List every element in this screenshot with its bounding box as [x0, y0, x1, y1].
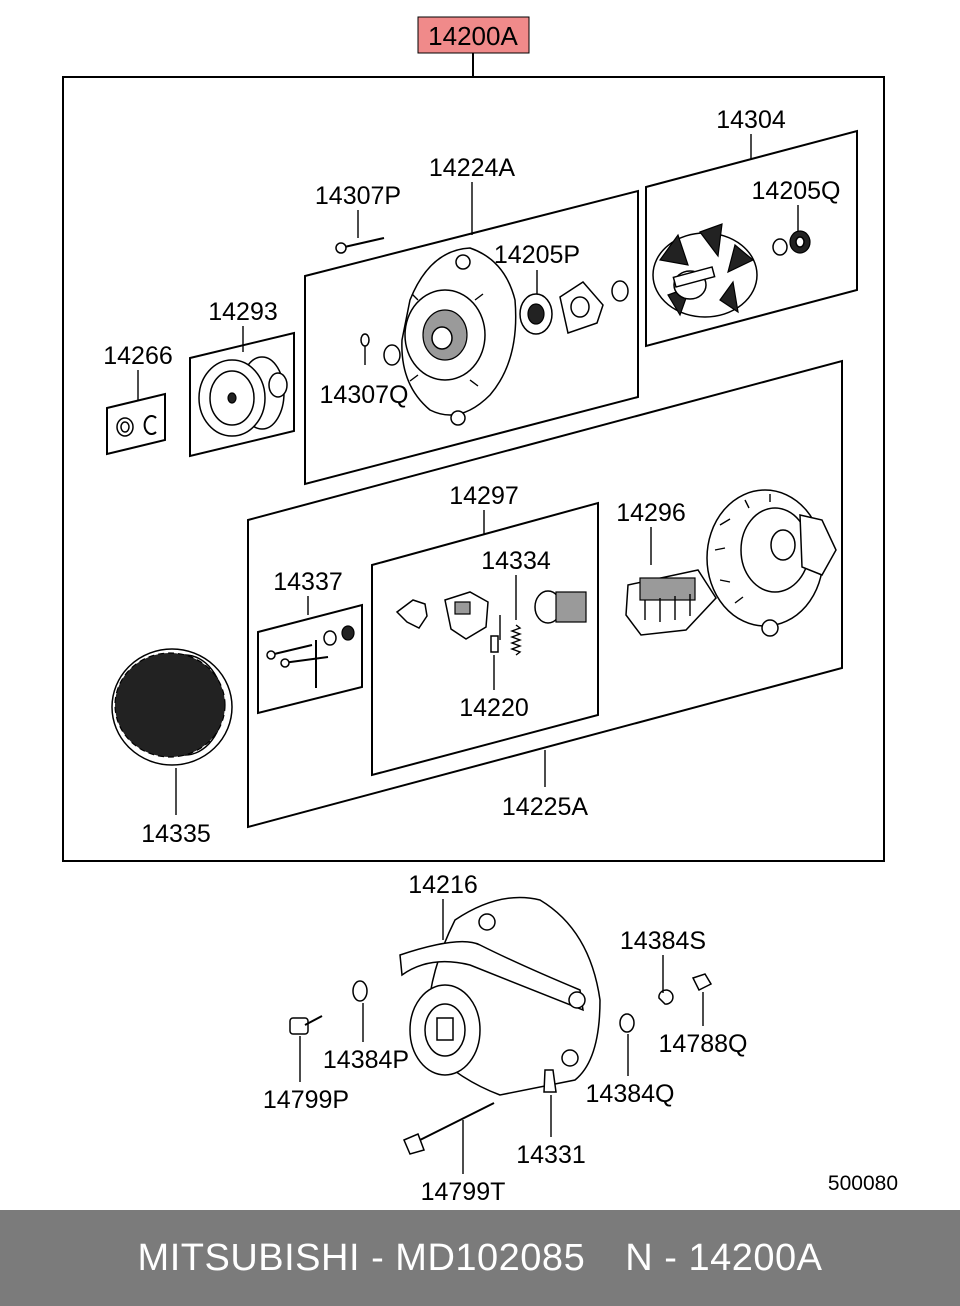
- label-14220[interactable]: 14220: [459, 694, 529, 722]
- label-14266[interactable]: 14266: [103, 342, 173, 370]
- group-box-14266: [106, 392, 166, 456]
- label-14225A[interactable]: 14225A: [502, 793, 589, 821]
- label-14799P[interactable]: 14799P: [263, 1086, 349, 1114]
- label-14799T[interactable]: 14799T: [421, 1178, 506, 1206]
- label-14205P[interactable]: 14205P: [494, 241, 580, 269]
- brush-holder-part: [395, 590, 587, 656]
- group-box-14297: [371, 501, 599, 777]
- label-14216[interactable]: 14216: [408, 871, 478, 899]
- rectifier-part: [625, 569, 717, 636]
- parts-diagram: 14200A 14304 14205Q 14224A 14307P 14205P: [62, 16, 898, 1206]
- pulley-part: [198, 356, 288, 437]
- label-14307Q[interactable]: 14307Q: [320, 381, 409, 409]
- assembly-frame: [62, 76, 885, 862]
- drawing-number: 500080: [828, 1172, 898, 1195]
- label-14307P[interactable]: 14307P: [315, 182, 401, 210]
- label-14293[interactable]: 14293: [208, 298, 278, 326]
- label-14224A[interactable]: 14224A: [429, 154, 516, 182]
- rear-housing-part: [706, 489, 837, 637]
- label-14337[interactable]: 14337: [273, 568, 343, 596]
- label-14304[interactable]: 14304: [716, 106, 786, 134]
- label-14331[interactable]: 14331: [516, 1141, 586, 1169]
- alternator-mounted-part: [289, 896, 713, 1155]
- label-14788Q[interactable]: 14788Q: [659, 1030, 748, 1058]
- part-number: MD102085: [395, 1236, 586, 1279]
- label-14384P[interactable]: 14384P: [323, 1046, 409, 1074]
- reference-code: 14200A: [688, 1236, 823, 1279]
- assembly-label[interactable]: 14200A: [428, 21, 518, 51]
- label-14384S[interactable]: 14384S: [620, 927, 706, 955]
- assembly-label-highlight: [417, 16, 530, 54]
- separator-dash: -: [371, 1236, 385, 1279]
- front-housing-part: [360, 247, 629, 426]
- label-14384Q[interactable]: 14384Q: [586, 1080, 675, 1108]
- label-14296[interactable]: 14296: [616, 499, 686, 527]
- label-14335[interactable]: 14335: [141, 820, 211, 848]
- stator-part: [111, 648, 233, 766]
- label-14205Q[interactable]: 14205Q: [752, 177, 841, 205]
- bolt-kit-part-14337: [266, 625, 355, 688]
- washer-part-14266: [116, 415, 157, 437]
- rotor-part: [652, 223, 811, 318]
- brand-name: MITSUBISHI: [137, 1236, 361, 1279]
- reference-prefix: N: [625, 1236, 654, 1279]
- label-14297[interactable]: 14297: [449, 482, 519, 510]
- part-info-bar: MITSUBISHI - MD102085 N - 14200A: [0, 1210, 960, 1306]
- separator-dash: -: [664, 1236, 678, 1279]
- label-14334[interactable]: 14334: [481, 547, 551, 575]
- bolt-14307P: [335, 237, 385, 254]
